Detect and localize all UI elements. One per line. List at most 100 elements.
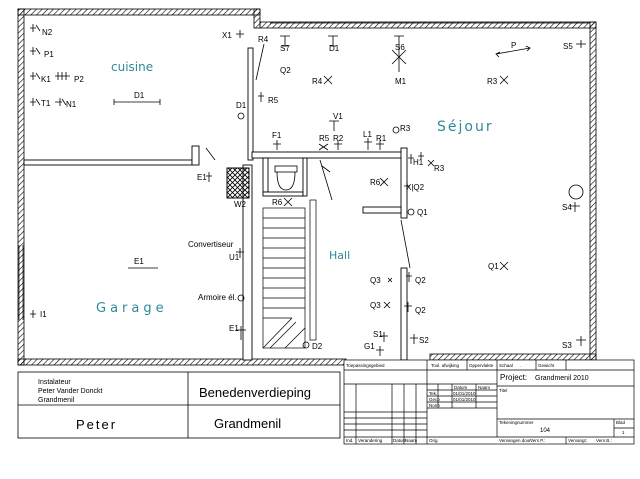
label-r3-mid: R3 xyxy=(400,124,411,133)
stairs xyxy=(262,199,317,349)
tb-row-date: 01/01/2010 xyxy=(453,391,476,396)
tb-subhead-datum: Datum xyxy=(454,385,468,390)
label-s5: S5 xyxy=(563,42,573,51)
label-n1: N1 xyxy=(66,100,77,109)
label-r4-top: R4 xyxy=(258,35,269,44)
door-swings xyxy=(205,43,411,269)
tb-titel-label: Titel xyxy=(499,388,507,393)
inner-walls xyxy=(23,47,408,361)
tb-blad-value: 1 xyxy=(622,430,625,435)
cartouche-installer-label: Instalateur xyxy=(38,379,71,386)
label-e1-top: E1 xyxy=(197,173,207,182)
label-r5-wall: R5 xyxy=(268,96,279,105)
room-label-sejour: Séjour xyxy=(437,119,494,135)
label-l1: L1 xyxy=(363,130,372,139)
room-label-cuisine: cuisine xyxy=(111,60,153,74)
label-s7: S7 xyxy=(280,44,290,53)
label-q3-b: Q3 xyxy=(370,301,381,310)
room-label-hall: Hall xyxy=(329,249,350,262)
tb-header-tool: Tool. afwijking xyxy=(431,363,460,368)
outer-walls xyxy=(17,8,597,366)
tb-footer-datum: Datum xyxy=(393,438,407,443)
tb-row-label: Gecp xyxy=(429,397,440,402)
label-x1: X1 xyxy=(222,31,232,40)
label-p2: P2 xyxy=(74,75,84,84)
label-i1: I1 xyxy=(40,310,47,319)
label-r6-wc: R6 xyxy=(272,198,283,207)
label-q3-a: Q3 xyxy=(370,276,381,285)
label-d1-kitchen: D1 xyxy=(134,91,145,100)
cartouche-place: Grandmenil xyxy=(214,416,281,431)
label-u1: U1 xyxy=(229,253,240,262)
tb-footer-vervangen: Vervangen door: xyxy=(499,438,532,443)
label-r4-mid: R4 xyxy=(312,77,323,86)
tb-footer-vers-p: Vers P.: xyxy=(530,438,545,443)
label-r5: R5 xyxy=(319,134,330,143)
tb-header-schaal: Schaal xyxy=(499,363,513,368)
label-x-q2: X|Q2 xyxy=(406,183,425,192)
label-k1: K1 xyxy=(41,75,51,84)
label-m1: M1 xyxy=(395,77,407,86)
label-r3-top: R3 xyxy=(487,77,498,86)
label-convertisseur: Convertiseur xyxy=(188,240,234,249)
label-e1-bottom: E1 xyxy=(229,324,239,333)
label-s1: S1 xyxy=(373,330,383,339)
tb-project-label: Project: xyxy=(500,373,527,382)
tb-row-label: Norm xyxy=(429,403,440,408)
cartouche-box xyxy=(17,371,341,439)
label-d1-top: D1 xyxy=(329,44,340,53)
cartouche-floor-title: Benedenverdieping xyxy=(199,385,311,400)
label-s4: S4 xyxy=(562,203,572,212)
label-r3-right: R3 xyxy=(434,164,445,173)
label-w2: W2 xyxy=(234,200,247,209)
label-g1: G1 xyxy=(364,342,375,351)
tb-subhead-naam: Naam xyxy=(478,385,490,390)
tb-row-date: . xyxy=(453,403,454,408)
tb-header-dot: . xyxy=(520,363,521,368)
label-q1: Q1 xyxy=(417,208,428,217)
electrical-symbols xyxy=(30,24,586,356)
label-h1: H1 xyxy=(413,158,424,167)
titleblock-frame xyxy=(343,359,635,445)
tb-footer-vervangt: Vervangt: xyxy=(568,438,587,443)
label-n2: N2 xyxy=(42,28,53,37)
label-d2: D2 xyxy=(312,342,323,351)
label-s3: S3 xyxy=(562,341,572,350)
label-p1: P1 xyxy=(44,50,54,59)
tb-footer-ind: Ind. xyxy=(346,438,354,443)
label-q2-b: Q2 xyxy=(415,306,426,315)
label-t1: T1 xyxy=(41,99,51,108)
tb-footer-verandering: Verandering xyxy=(358,438,383,443)
label-d1-wall: D1 xyxy=(236,101,247,110)
cartouche-installer-name: Peter Vander Donckt xyxy=(38,388,103,395)
tb-header-oppervlakte: Oppervlakte xyxy=(469,363,494,368)
tb-header-toepassing: Toepassingsgebied xyxy=(346,363,385,368)
tb-footer-orig: Orig. xyxy=(429,438,439,443)
label-f1: F1 xyxy=(272,131,282,140)
toilet xyxy=(274,165,298,191)
label-q2-a: Q2 xyxy=(415,276,426,285)
label-q2-top: Q2 xyxy=(280,66,291,75)
tb-footer-vers-b: Vers B.: xyxy=(596,438,612,443)
label-s6: S6 xyxy=(395,43,405,52)
tb-tekening-label: Tekeningnummer xyxy=(499,420,534,425)
cartouche-owner: Peter xyxy=(76,417,117,432)
windows xyxy=(18,22,590,320)
tb-project-value: Grandmenil 2010 xyxy=(535,375,589,382)
label-q1-sejour: Q1 xyxy=(488,262,499,271)
tb-tekening-value: 104 xyxy=(540,428,551,434)
label-r2: R2 xyxy=(333,134,344,143)
tb-footer-naam: Naam xyxy=(405,438,417,443)
tb-header-gewicht: Gewicht xyxy=(538,363,555,368)
cartouche-installer-city: Grandmenil xyxy=(38,397,75,404)
label-r1: R1 xyxy=(376,134,387,143)
tb-row-label: Tek. xyxy=(429,391,437,396)
label-r6-hall: R6 xyxy=(370,178,381,187)
chimney-block xyxy=(226,167,250,199)
label-e1-garage: E1 xyxy=(134,257,144,266)
label-v1: V1 xyxy=(333,112,343,121)
tb-row-date: 01/01/2010 xyxy=(453,397,476,402)
room-label-garage: Garage xyxy=(96,301,168,316)
label-s2: S2 xyxy=(419,336,429,345)
